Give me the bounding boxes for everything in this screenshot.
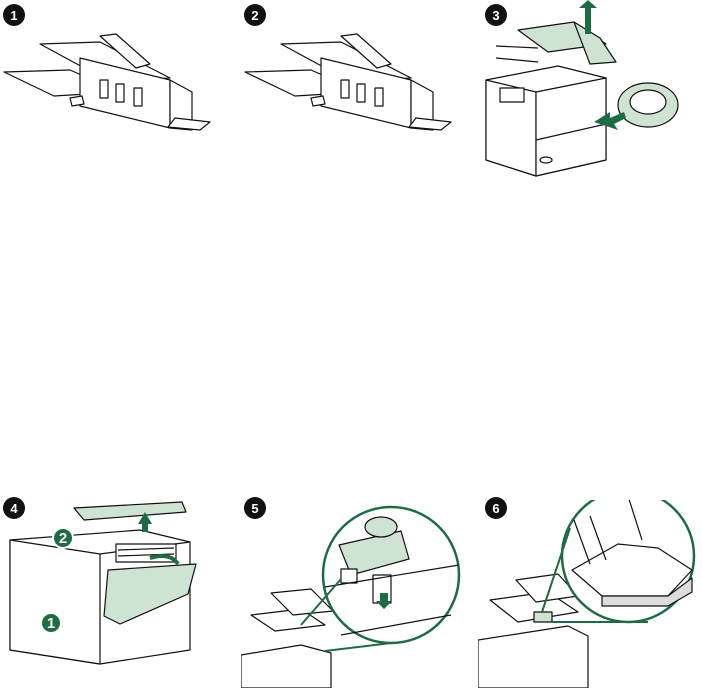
callout-2-badge: 2 — [52, 527, 74, 549]
illustration-stacker-installed — [478, 500, 702, 688]
step-2-badge: 2 — [244, 4, 266, 26]
illustration-remove-rear-cover — [0, 500, 210, 670]
stacker-installed-drawing — [478, 500, 702, 688]
illustration-stacker-2 — [241, 30, 461, 140]
callout-1-badge: 1 — [40, 612, 62, 634]
install-stacker-drawing — [241, 505, 471, 688]
stacker-drawing-2 — [241, 30, 461, 140]
stacker-drawing-1 — [0, 30, 220, 140]
remove-rear-cover-drawing — [0, 500, 210, 670]
step-1-badge: 1 — [3, 4, 25, 26]
illustration-stacker-1 — [0, 30, 220, 140]
remove-tray-drawing — [478, 0, 702, 190]
illustration-install-stacker — [241, 505, 471, 688]
illustration-remove-tray — [478, 0, 702, 190]
